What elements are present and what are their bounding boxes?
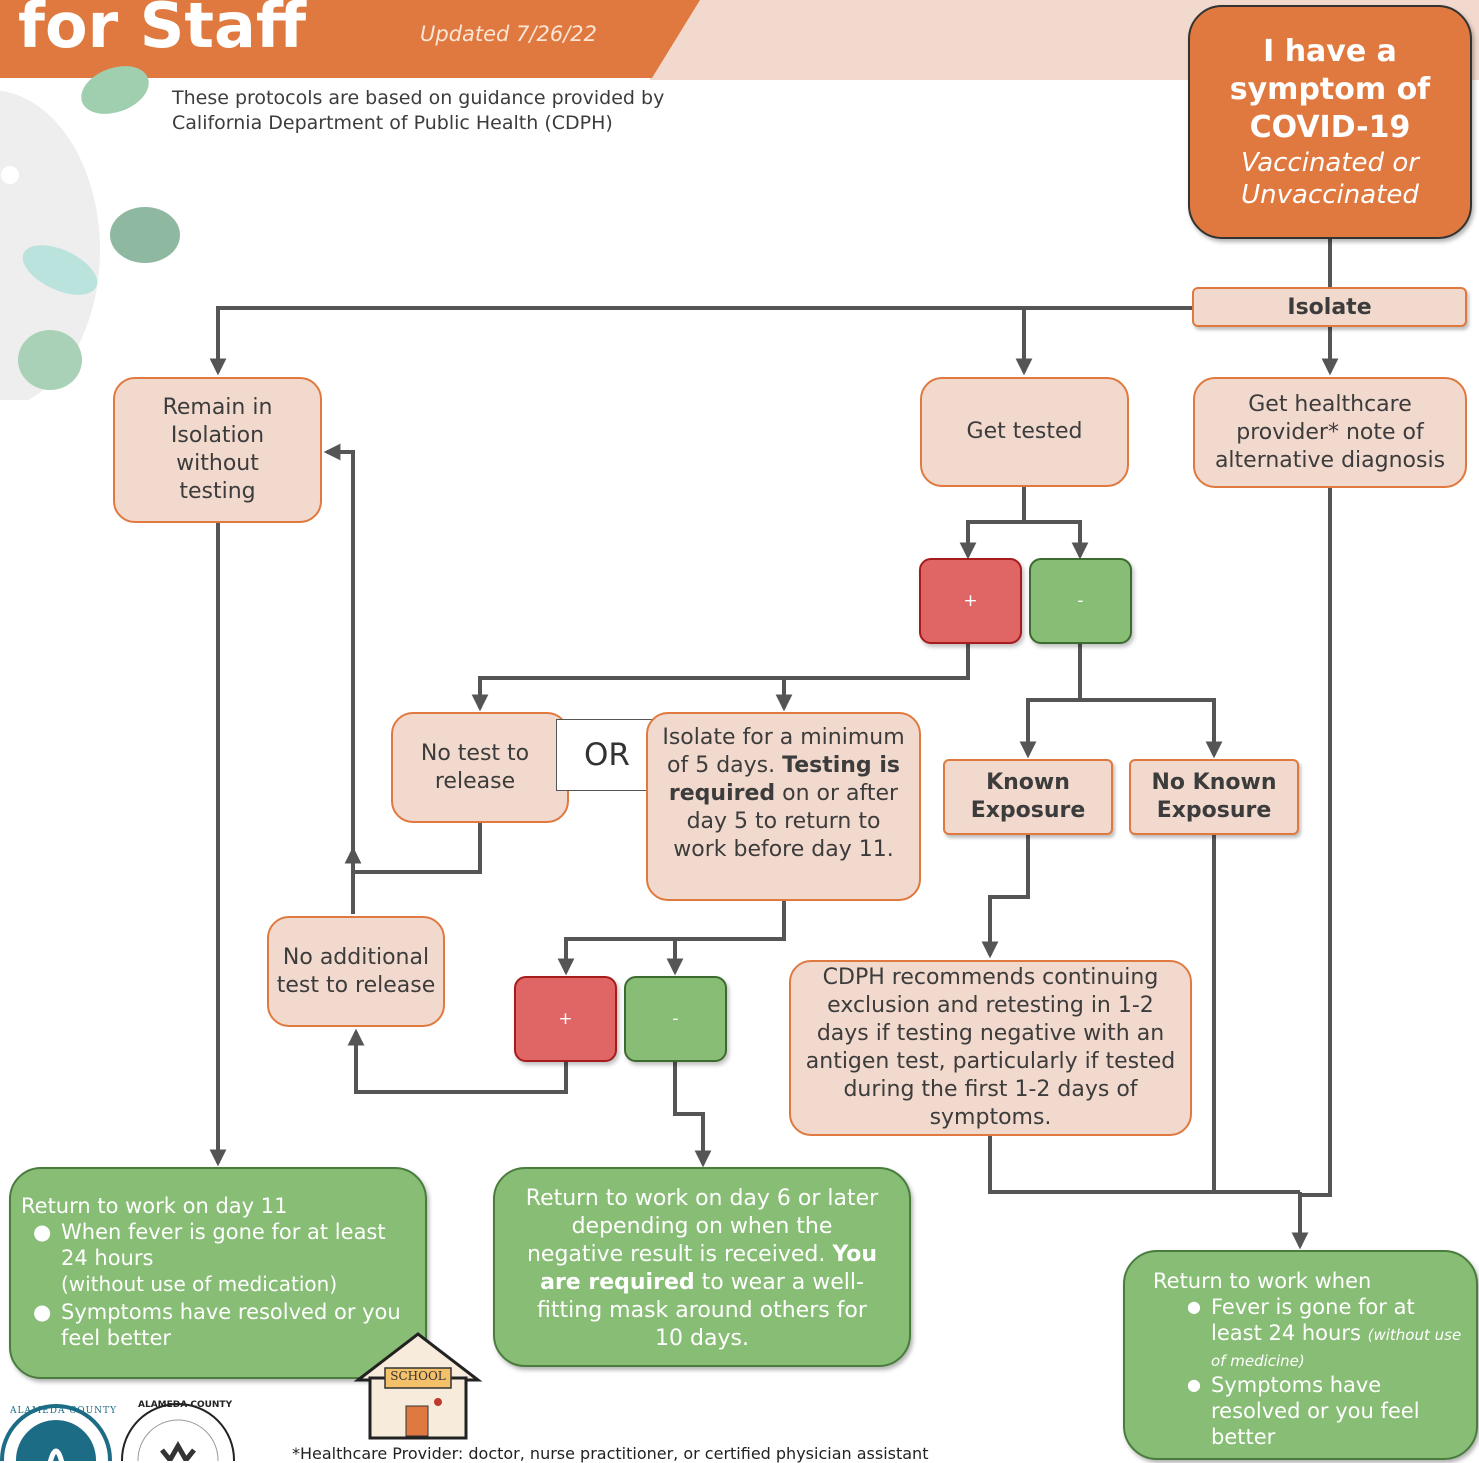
retest-positive-result: +: [514, 976, 617, 1062]
provider-note-box: Get healthcare provider* note of alterna…: [1193, 377, 1467, 488]
start-subtitle: Vaccinated or Unvaccinated: [1241, 148, 1419, 210]
return-when-heading: Return to work when: [1153, 1269, 1372, 1293]
return-when-box: Return to work when ● Fever is gone for …: [1123, 1250, 1478, 1460]
isolate-minimum-text: Isolate for a minimum of 5 days.: [662, 725, 905, 778]
no-additional-test-box: No additional test to release: [267, 916, 445, 1027]
remain-isolation-box: Remain in Isolation without testing: [113, 377, 322, 523]
guidance-note: These protocols are based on guidance pr…: [172, 87, 665, 134]
virus-decoration: [0, 66, 180, 400]
return-day6-box: Return to work on day 6 or later dependi…: [493, 1167, 911, 1367]
county-seal-logo: [0, 1404, 112, 1461]
or-label: OR: [556, 719, 658, 791]
return-day11-list: ● When fever is gone for at least 24 hou…: [21, 1219, 415, 1351]
list-item: ● Fever is gone for at least 24 hours (w…: [1187, 1295, 1462, 1370]
start-title: I have a symptom of COVID-19: [1229, 34, 1431, 145]
get-tested-box: Get tested: [920, 377, 1129, 487]
public-health-logo-text: ALAMEDA COUNTY: [138, 1400, 233, 1410]
footnote: *Healthcare Provider: doctor, nurse prac…: [292, 1444, 929, 1463]
no-test-release-box: No test to release: [391, 712, 569, 823]
list-item: ● Symptoms have resolved or you feel bet…: [1187, 1373, 1420, 1449]
no-known-exposure-box: No Known Exposure: [1129, 759, 1299, 835]
list-item-note: (without use of medication): [61, 1272, 338, 1296]
return-when-list: ● Fever is gone for at least 24 hours (w…: [1153, 1294, 1462, 1450]
isolate-box: Isolate: [1192, 287, 1467, 327]
test-negative-result: -: [1029, 558, 1132, 644]
retest-negative-result: -: [624, 976, 727, 1062]
return-day11-heading: Return to work on day 11: [21, 1194, 288, 1218]
public-health-logo: [121, 1403, 235, 1461]
isolate-minimum-box: Isolate for a minimum of 5 days. Testing…: [646, 712, 921, 901]
list-item-note: (without use of medicine): [1211, 1326, 1462, 1370]
county-seal-text: ALAMEDA COUNTY: [10, 1406, 118, 1416]
return-day6-text: Return to work on day 6 or later dependi…: [525, 1186, 879, 1267]
testing-required-text: Testing is required: [668, 753, 900, 806]
test-positive-result: +: [919, 558, 1022, 644]
list-item: ● When fever is gone for at least 24 hou…: [33, 1220, 386, 1270]
isolate-minimum-text-2: on or after day 5 to return to work befo…: [673, 781, 899, 862]
school-sign-label: SCHOOL: [390, 1369, 446, 1383]
school-house-icon: [353, 1332, 483, 1440]
return-day6-text-2: to wear a well-fitting mask around other…: [537, 1270, 867, 1351]
required-text: You are required: [540, 1242, 878, 1295]
return-day11-box: Return to work on day 11 ● When fever is…: [9, 1167, 427, 1379]
start-symptom-box: I have a symptom of COVID-19 Vaccinated …: [1188, 5, 1472, 239]
cdph-recommendation-box: CDPH recommends continuing exclusion and…: [789, 960, 1192, 1136]
list-item: ● Symptoms have resolved or you feel bet…: [33, 1300, 401, 1350]
known-exposure-box: Known Exposure: [943, 759, 1113, 835]
page-title: for Staff: [18, 0, 307, 62]
updated-date: Updated 7/26/22: [420, 22, 598, 46]
